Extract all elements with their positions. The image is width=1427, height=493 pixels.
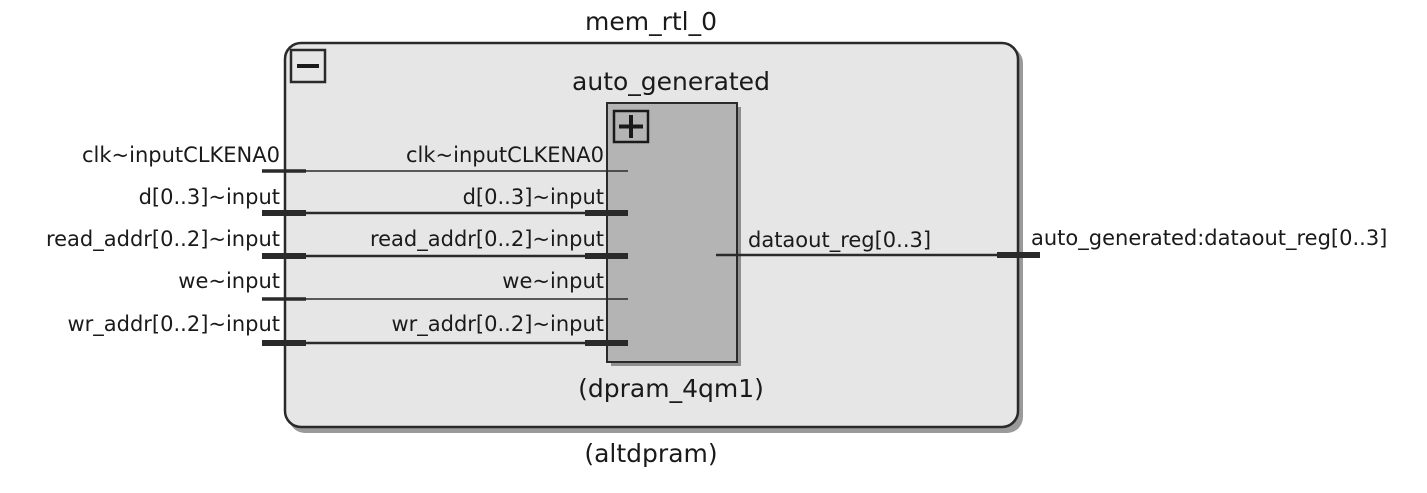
inner-port-read-addr[interactable]: read_addr[0..2]~input <box>370 227 604 252</box>
ext-input-read-addr[interactable]: read_addr[0..2]~input <box>46 227 280 252</box>
inner-block-entity-name: (dpram_4qm1) <box>578 374 764 403</box>
ext-input-clk[interactable]: clk~inputCLKENA0 <box>82 143 280 167</box>
inner-port-d[interactable]: d[0..3]~input <box>463 185 604 209</box>
ext-input-d[interactable]: d[0..3]~input <box>139 185 280 209</box>
inner-port-clk[interactable]: clk~inputCLKENA0 <box>406 143 604 167</box>
ext-input-we[interactable]: we~input <box>178 269 280 293</box>
ext-input-wr-addr[interactable]: wr_addr[0..2]~input <box>67 312 280 337</box>
external-output-label[interactable]: auto_generated:dataout_reg[0..3] <box>1031 226 1387 251</box>
external-input-labels: clk~inputCLKENA0 d[0..3]~input read_addr… <box>46 143 280 337</box>
expand-button[interactable] <box>612 109 650 144</box>
inner-output-port-label[interactable]: dataout_reg[0..3] <box>748 228 931 253</box>
outer-block-entity-name: (altdpram) <box>584 439 717 468</box>
inner-port-labels: clk~inputCLKENA0 d[0..3]~input read_addr… <box>370 143 604 337</box>
inner-block[interactable] <box>606 102 738 363</box>
inner-port-wr-addr[interactable]: wr_addr[0..2]~input <box>391 312 604 337</box>
input-wires <box>262 169 628 346</box>
collapse-button[interactable] <box>289 48 327 84</box>
inner-port-we[interactable]: we~input <box>502 269 604 293</box>
inner-block-instance-name: auto_generated <box>572 67 770 96</box>
outer-block-instance-name: mem_rtl_0 <box>585 7 717 36</box>
